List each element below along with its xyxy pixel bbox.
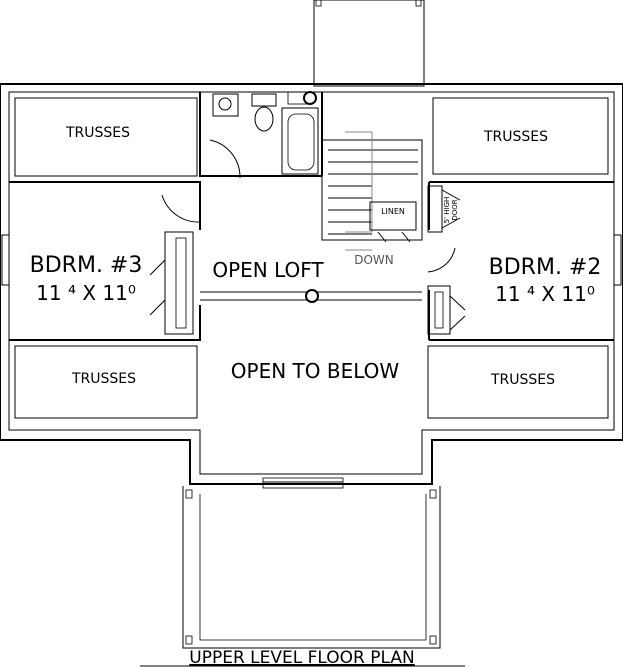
exterior-walls bbox=[0, 83, 623, 485]
label-linen: LINEN bbox=[381, 207, 405, 216]
label-open-to-below: OPEN TO BELOW bbox=[231, 359, 400, 383]
label-trusses-top-right: TRUSSES bbox=[483, 129, 548, 145]
bottom-porch bbox=[182, 477, 441, 649]
label-trusses-bottom-right: TRUSSES bbox=[490, 372, 555, 388]
plan-title: UPPER LEVEL FLOOR PLAN bbox=[189, 648, 414, 667]
label-trusses-top-left: TRUSSES bbox=[65, 125, 130, 141]
truss-areas bbox=[14, 97, 609, 419]
linen-closet bbox=[369, 185, 461, 243]
label-high-door-1: 5' HIGH bbox=[443, 197, 451, 224]
label-high-door-2: DOOR bbox=[451, 199, 459, 220]
label-bedroom-2-name: BDRM. #2 bbox=[489, 255, 602, 280]
label-bedroom-3-dims: 11 ⁴ X 11⁰ bbox=[36, 281, 136, 305]
stairs bbox=[321, 131, 423, 251]
bedroom-walls bbox=[1, 181, 622, 341]
label-trusses-bottom-left: TRUSSES bbox=[71, 371, 136, 387]
loft-railing bbox=[161, 194, 456, 303]
top-deck bbox=[313, 0, 425, 87]
label-bedroom-2-dims: 11 ⁴ X 11⁰ bbox=[495, 282, 595, 306]
bathroom bbox=[199, 91, 323, 179]
label-down: DOWN bbox=[354, 253, 394, 267]
label-bedroom-3-name: BDRM. #3 bbox=[30, 253, 143, 278]
label-open-loft: OPEN LOFT bbox=[212, 258, 324, 282]
